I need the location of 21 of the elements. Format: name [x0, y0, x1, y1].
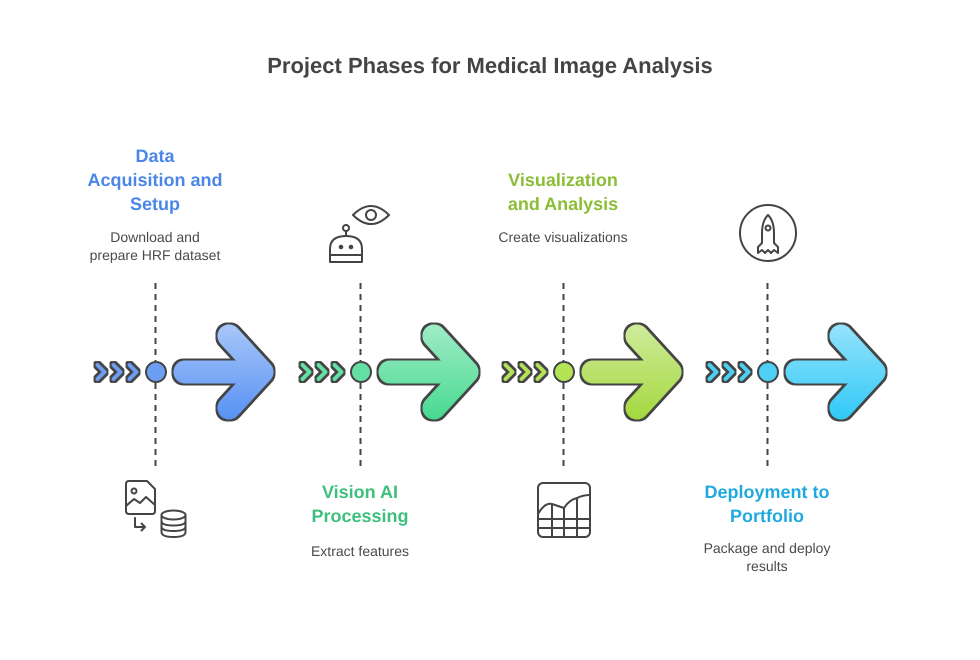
timeline-dot	[756, 361, 778, 383]
flow-arrow	[786, 324, 886, 420]
timeline-dot	[350, 361, 372, 383]
timeline-dot	[552, 361, 574, 383]
phase-description: Package and deploy results	[702, 539, 832, 575]
dashed-connector	[360, 283, 362, 361]
timeline-dot	[144, 361, 166, 383]
phase-description: Create visualizations	[497, 228, 629, 246]
phase-description: Extract features	[310, 542, 410, 560]
phase-description: Download and prepare HRF dataset	[88, 228, 222, 264]
phase-heading: Deployment to Portfolio	[703, 481, 830, 528]
dashed-connector	[766, 283, 768, 361]
phase-heading: Data Acquisition and Setup	[86, 145, 224, 216]
phase-heading: Vision AI Processing	[310, 481, 410, 528]
dashed-connector	[154, 383, 156, 468]
flow-arrow	[582, 324, 682, 420]
dashed-connector	[562, 283, 564, 361]
diagram-title: Project Phases for Medical Image Analysis	[267, 53, 713, 79]
dashed-connector	[562, 383, 564, 468]
dashed-connector	[154, 283, 156, 361]
phase-heading: Visualization and Analysis	[506, 169, 620, 216]
